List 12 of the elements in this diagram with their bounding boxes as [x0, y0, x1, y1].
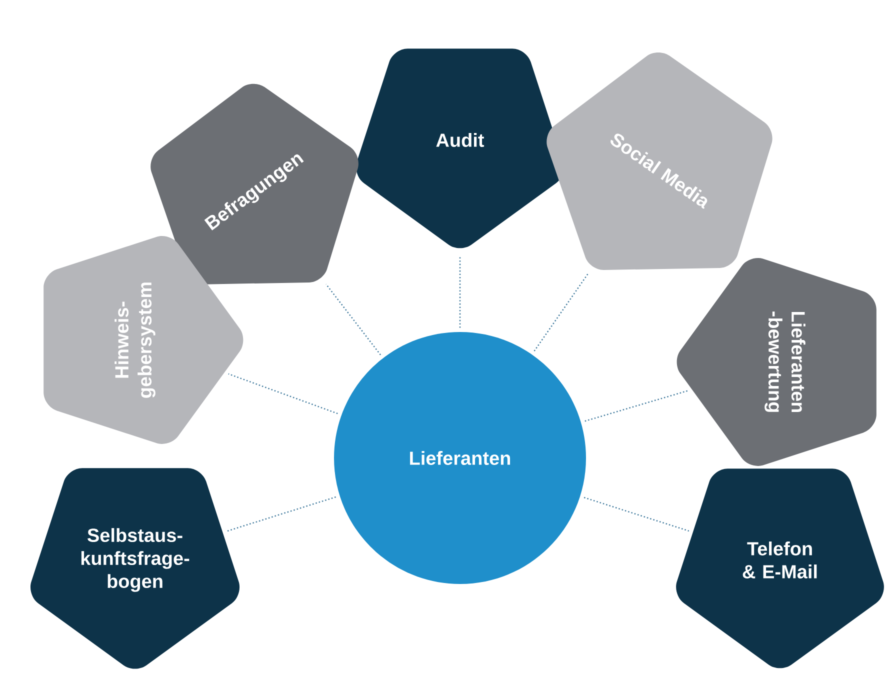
connector-line — [226, 496, 336, 532]
connector-line — [534, 273, 589, 352]
pentagon-box: Selbstaus- kunftsfrage- bogen — [30, 468, 240, 669]
connector-line — [584, 390, 688, 422]
connector-line — [228, 373, 338, 414]
connector-line — [584, 496, 690, 532]
connector-line — [459, 257, 461, 328]
pentagon-box: Lieferanten -bewertung — [676, 258, 876, 466]
pentagon-box: Audit — [356, 48, 564, 248]
pentagon-box: Hinweis- gebersystem — [44, 236, 244, 444]
pentagon-box: Telefon & E-Mail — [676, 468, 884, 668]
connector-line — [326, 284, 382, 356]
